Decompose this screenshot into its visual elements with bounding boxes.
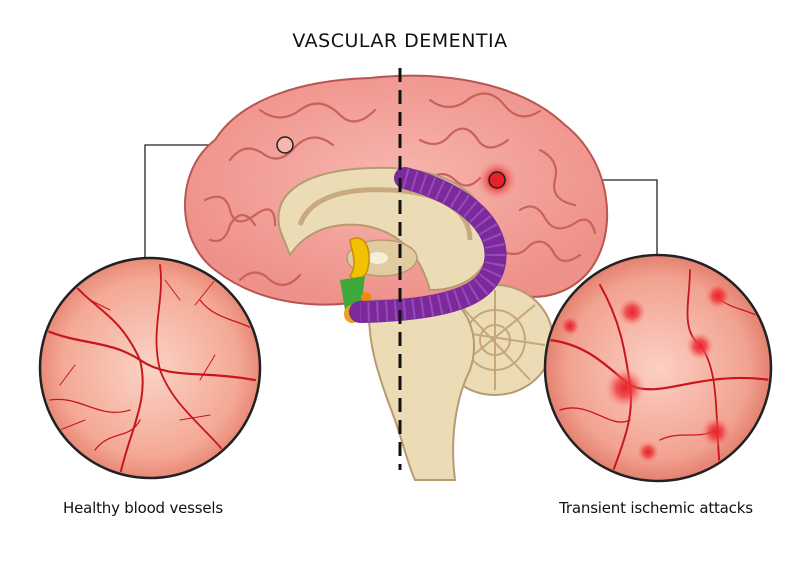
- label-healthy-blood-vessels: Healthy blood vessels: [63, 499, 223, 517]
- ischemic-attacks-panel: [543, 253, 773, 483]
- lesion: [637, 441, 659, 463]
- callout-marker-left: [276, 136, 294, 154]
- healthy-vessels-panel: [38, 256, 262, 480]
- lesion: [560, 316, 580, 336]
- label-transient-ischemic-attacks: Transient ischemic attacks: [559, 499, 753, 517]
- lesion: [605, 368, 645, 408]
- lesion: [701, 417, 731, 447]
- brainstem: [368, 299, 475, 481]
- diagram-title: VASCULAR DEMENTIA: [292, 30, 508, 52]
- orange-structure: [361, 292, 371, 302]
- lesion: [686, 332, 714, 360]
- callout-marker-right: [488, 171, 506, 189]
- lesion: [618, 298, 646, 326]
- lesion: [705, 283, 731, 309]
